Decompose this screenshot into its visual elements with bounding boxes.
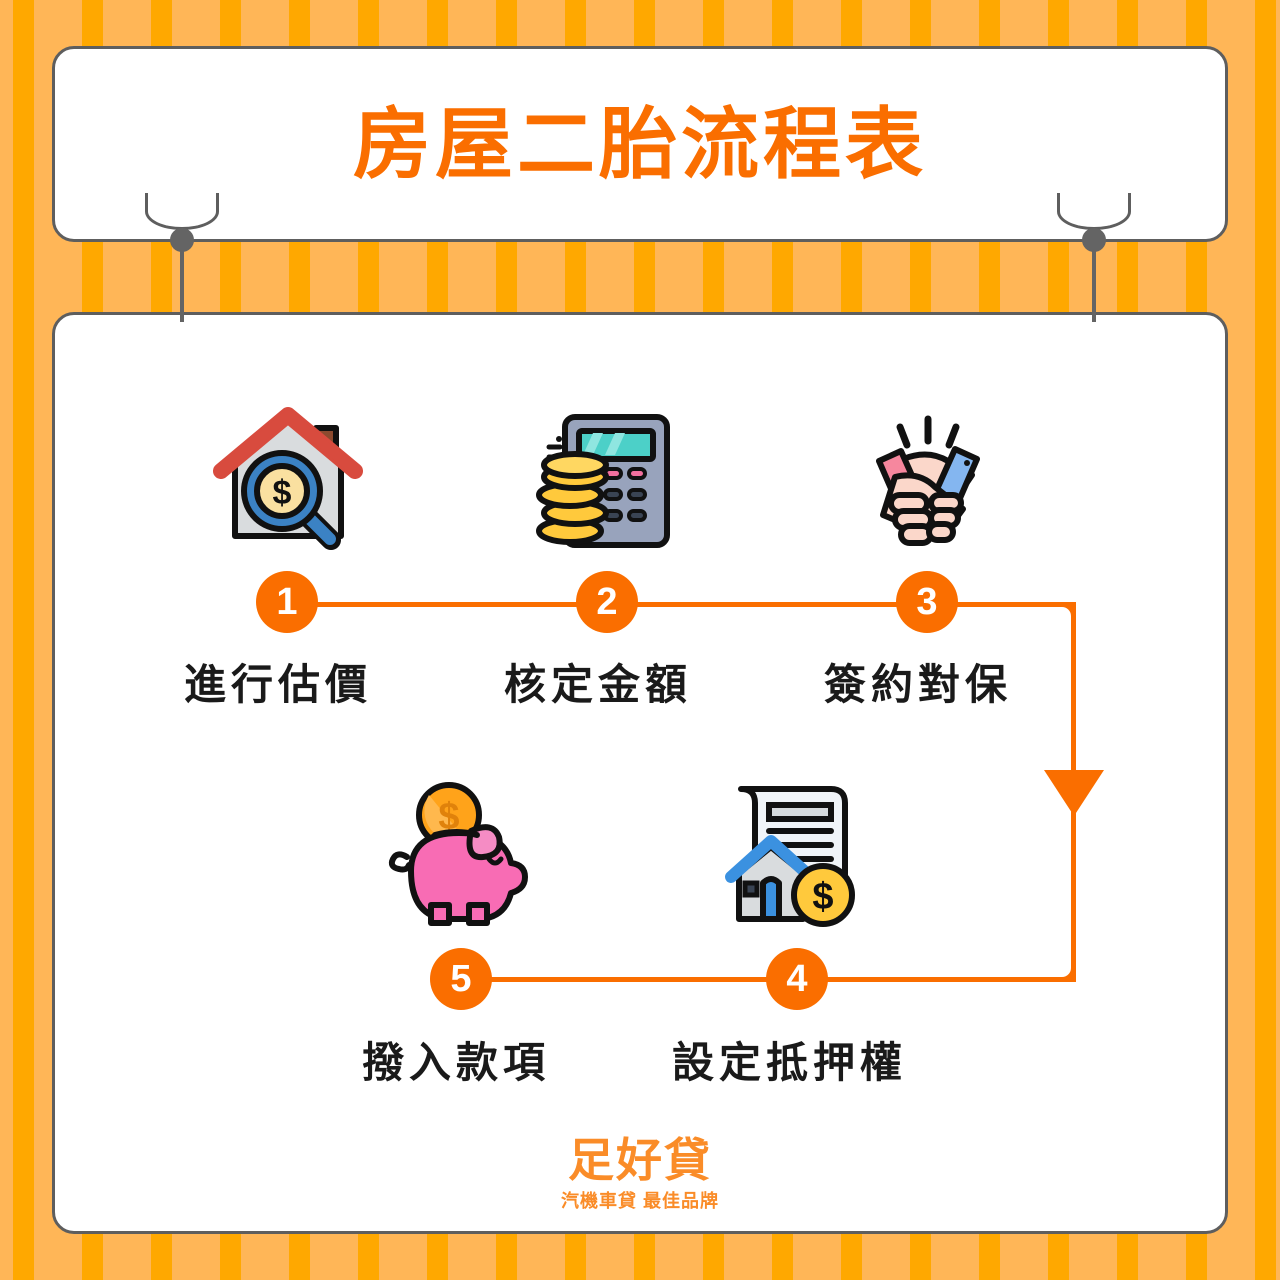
step-label-5: 撥入款項	[362, 1039, 551, 1086]
hanging-string-right	[1092, 240, 1096, 322]
step-label-3: 簽約對保	[824, 661, 1013, 708]
page-title: 房屋二胎流程表	[352, 100, 927, 188]
step-label-4: 設定抵押權	[672, 1039, 908, 1086]
brand-logo: 足好貸 汽機車貸 最佳品牌	[0, 1136, 1280, 1213]
svg-text:$: $	[273, 474, 292, 512]
step-node-3[interactable]: 3	[896, 571, 958, 633]
card-notch-right	[1057, 193, 1131, 230]
connector-row-1	[287, 602, 1076, 607]
card-notch-left	[145, 193, 219, 230]
step-label-1: 進行估價	[184, 661, 373, 708]
brand-tagline: 汽機車貸 最佳品牌	[560, 1191, 719, 1212]
arrow-down-icon	[1044, 770, 1104, 816]
mortgage-document-icon: $	[713, 773, 883, 933]
step-node-2[interactable]: 2	[576, 571, 638, 633]
svg-text:$: $	[812, 876, 833, 918]
step-node-5[interactable]: 5	[430, 948, 492, 1010]
step-node-4[interactable]: 4	[766, 948, 828, 1010]
calculator-coins-icon	[523, 403, 693, 563]
house-appraisal-icon: $	[203, 403, 373, 563]
hanging-string-left	[180, 240, 184, 322]
pin-dot-right	[1082, 228, 1106, 252]
pin-dot-left	[170, 228, 194, 252]
step-node-1[interactable]: 1	[256, 571, 318, 633]
piggy-bank-icon: $	[383, 773, 553, 933]
step-label-2: 核定金額	[504, 661, 693, 708]
handshake-icon	[843, 403, 1013, 563]
svg-text:$: $	[438, 796, 459, 838]
title-card: 房屋二胎流程表	[52, 46, 1228, 242]
brand-name: 足好貸	[568, 1134, 712, 1186]
